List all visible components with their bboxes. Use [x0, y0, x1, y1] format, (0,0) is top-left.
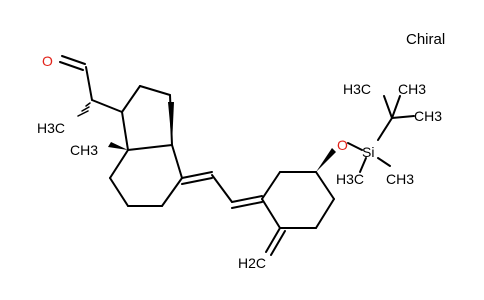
tbu-ch3-right-bond: [391, 115, 415, 119]
a-ring: [261, 148, 336, 256]
ring6-bond-4: [161, 177, 183, 207]
si-tbu-bond: [377, 117, 393, 141]
cyclohexane-ring: [108, 142, 183, 207]
aring-bond-1: [261, 171, 281, 200]
si-ch3-label: CH3: [386, 171, 414, 187]
chiral-label: Chiral: [406, 31, 445, 48]
aring-bond-4: [315, 198, 335, 229]
exo-double-2b: [231, 201, 263, 209]
co-double-bond-2: [61, 55, 86, 65]
side-chain: [77, 99, 123, 117]
hash-3: [77, 110, 89, 117]
methylene-label: H2C: [238, 255, 266, 271]
o-si-bond: [347, 142, 363, 151]
exo-double-1a: [181, 171, 213, 179]
tbu-ch3-upper-label: CH3: [398, 81, 426, 97]
aldehyde-group: [59, 55, 93, 101]
tbu-ch3-upper-bond: [391, 95, 401, 119]
hash-1: [85, 102, 91, 107]
ring6-bond-1: [109, 149, 129, 179]
cyclopentane-ring: [121, 85, 174, 151]
ring6-bond-5: [171, 144, 183, 179]
silicon-label: Si: [362, 144, 374, 160]
wedge-bond-methyl: [108, 142, 128, 150]
methylene-double-a: [265, 227, 281, 253]
wedge-bond-ether: [316, 148, 336, 172]
methylene-double-b: [270, 230, 286, 256]
aring-bond-3: [315, 171, 335, 200]
tbu-h3c-bond: [383, 95, 393, 119]
silyl-group: [347, 95, 415, 173]
ring6-bond-2: [109, 177, 129, 207]
aldehyde-c-bond: [85, 66, 93, 101]
ring5-bond-1: [121, 85, 141, 113]
methyl-left-label: H3C: [37, 120, 65, 136]
aring-bond-6: [261, 198, 281, 229]
tbu-ch3-right-label: CH3: [414, 108, 442, 124]
ring5-bond-2: [139, 85, 171, 96]
si-h3c-bond: [359, 157, 367, 173]
co-double-bond-1: [59, 61, 84, 71]
si-h3c-label: H3C: [336, 171, 364, 187]
hash-2: [81, 106, 90, 112]
aldehyde-oxygen-label: O: [42, 53, 53, 69]
ring-methyl-label: CH3: [70, 142, 98, 158]
chain-to-ring-bond: [91, 99, 123, 113]
exo-double-1b: [181, 177, 213, 185]
ether-oxygen-label: O: [337, 137, 348, 153]
ring5-bond-5: [127, 144, 173, 151]
si-ch3-bond: [377, 157, 391, 167]
linker-single: [211, 174, 233, 203]
wedge-bond-fusion: [168, 102, 174, 145]
diene-linker: [181, 171, 263, 209]
ring5-bond-4: [121, 111, 129, 151]
exo-double-2a: [231, 195, 263, 203]
tbu-h3c-label: H3C: [343, 81, 371, 97]
